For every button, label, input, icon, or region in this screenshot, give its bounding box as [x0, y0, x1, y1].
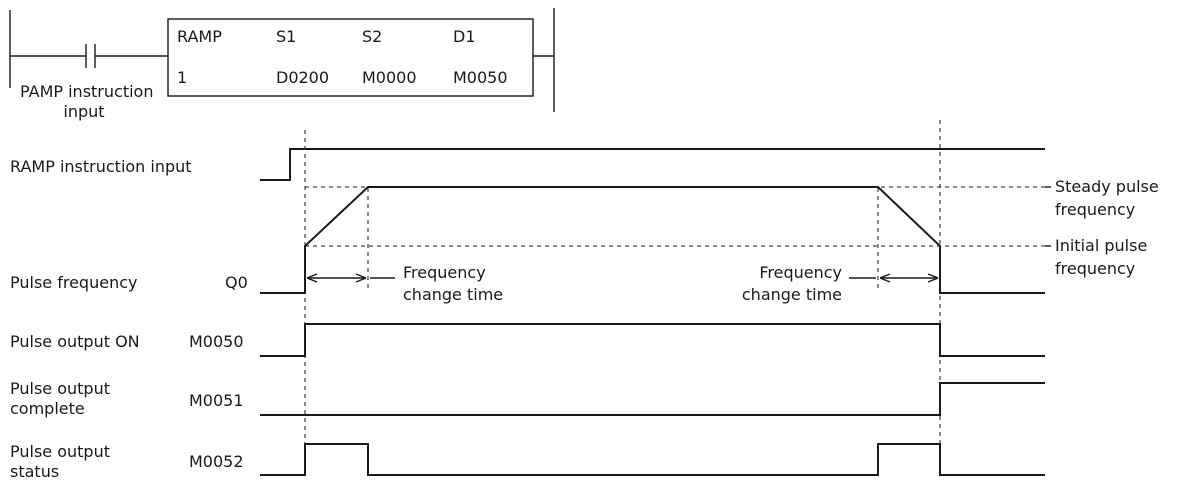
label-complete-line2: complete	[10, 399, 85, 418]
annotation-fct-left-line2: change time	[403, 285, 503, 304]
header-s1: S1	[276, 27, 296, 46]
label-q0: Q0	[225, 273, 248, 292]
label-m0051: M0051	[189, 391, 244, 410]
label-status-line2: status	[10, 462, 59, 481]
label-pulse-frequency: Pulse frequency	[10, 273, 137, 292]
annotation-fct-right-line2: change time	[742, 285, 842, 304]
label-status-line1: Pulse output	[10, 442, 110, 461]
pulse-output-on-waveform	[260, 323, 1045, 357]
value-type: 1	[177, 68, 187, 87]
label-ramp-input: RAMP instruction input	[10, 157, 192, 176]
label-pulse-output-on: Pulse output ON	[10, 332, 140, 351]
input-label-line1: PAMP instruction	[20, 82, 153, 101]
input-contact-symbol	[85, 44, 96, 68]
value-s1: D0200	[276, 68, 329, 87]
annotation-steady-line1: Steady pulse	[1055, 177, 1159, 196]
label-m0052: M0052	[189, 452, 244, 471]
input-label-line2: input	[63, 102, 104, 121]
header-d1: D1	[453, 27, 476, 46]
annotation-steady-line2: frequency	[1055, 200, 1135, 219]
annotation-fct-left-line1: Frequency	[403, 263, 486, 282]
pulse-output-complete-waveform	[260, 382, 1045, 416]
pulse-output-status-waveform	[260, 443, 1045, 476]
value-d1: M0050	[453, 68, 508, 87]
annotation-initial-line2: frequency	[1055, 259, 1135, 278]
ladder-rung: PAMP instruction input RAMP S1 S2 D1 1 D…	[9, 8, 555, 121]
value-s2: M0000	[362, 68, 417, 87]
ramp-instruction-box	[167, 18, 534, 97]
header-s2: S2	[362, 27, 382, 46]
label-m0050: M0050	[189, 332, 244, 351]
annotation-initial-line1: Initial pulse	[1055, 236, 1147, 255]
annotation-fct-right-line1: Frequency	[759, 263, 842, 282]
pulse-frequency-waveform	[260, 186, 1045, 294]
label-complete-line1: Pulse output	[10, 379, 110, 398]
header-instruction: RAMP	[177, 27, 222, 46]
ramp-input-waveform	[260, 148, 1045, 181]
